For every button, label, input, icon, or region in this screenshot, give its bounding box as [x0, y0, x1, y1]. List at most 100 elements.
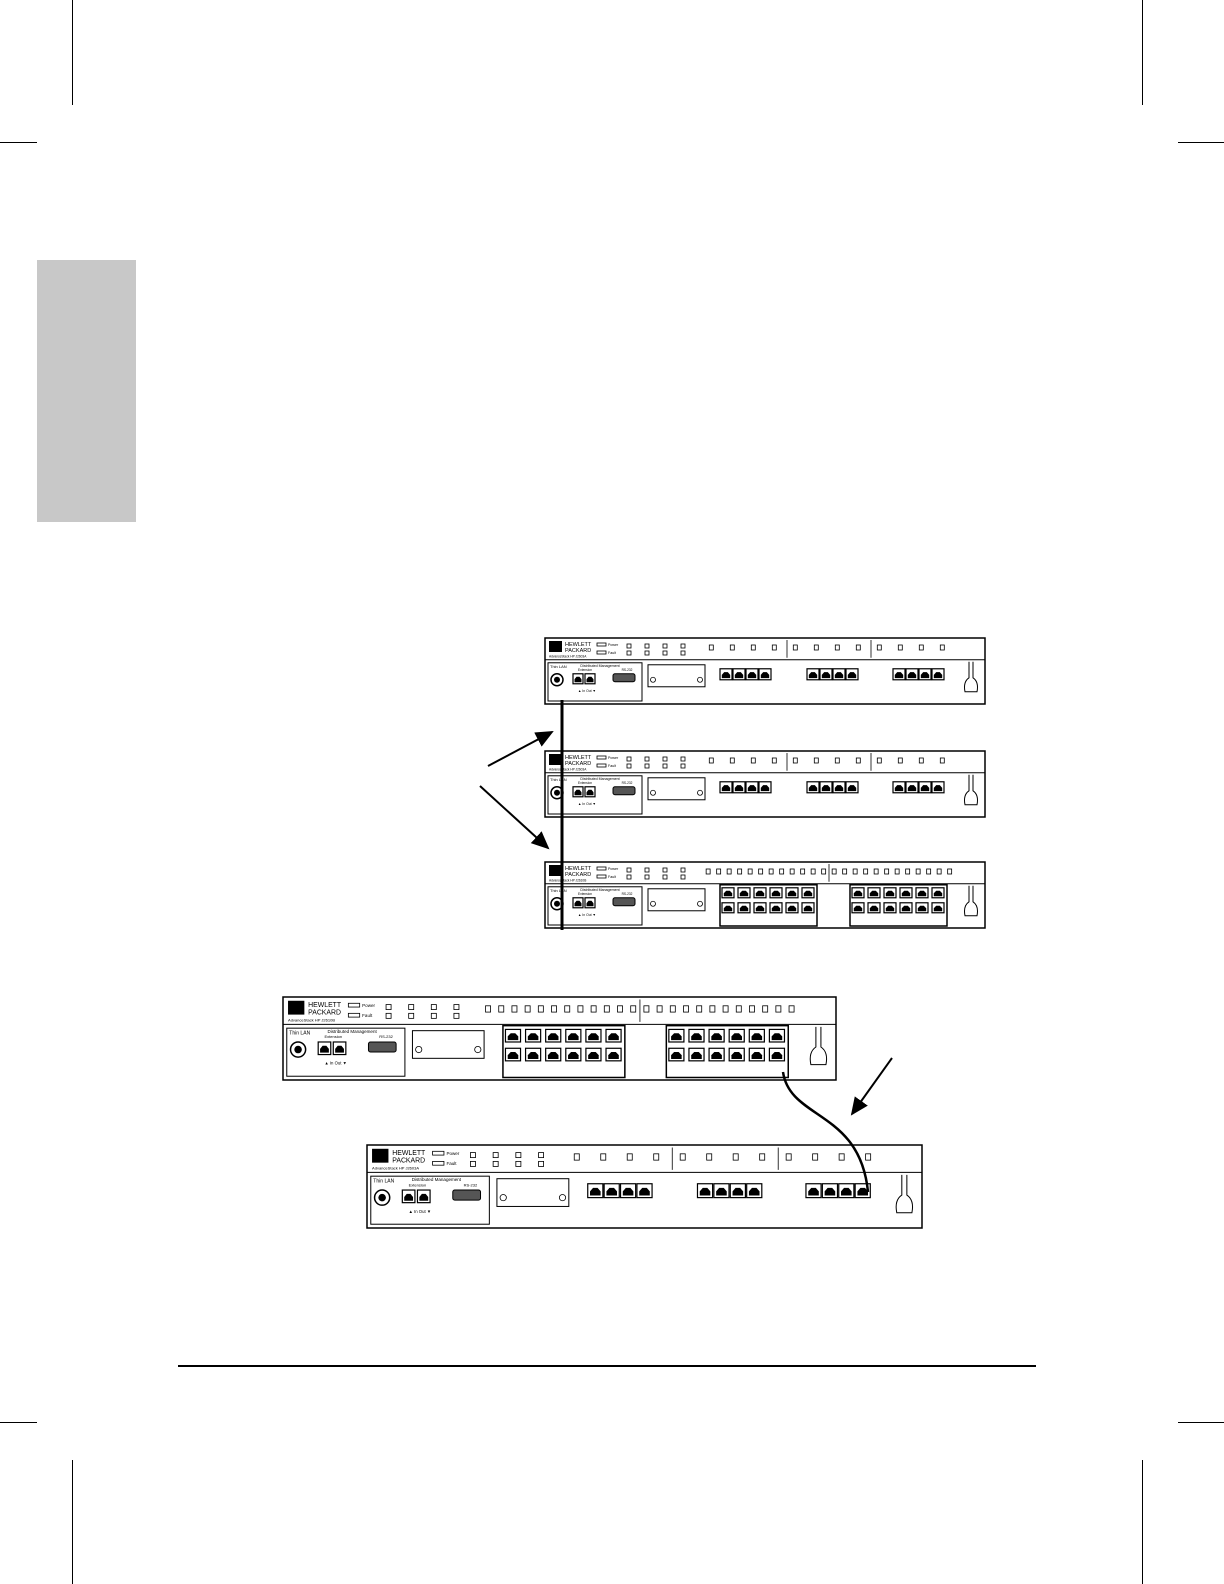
- port-led: [758, 868, 764, 875]
- rj45-jack: [920, 672, 930, 679]
- fault-label: Fault: [446, 1161, 457, 1166]
- rj45-jack: [547, 1052, 559, 1059]
- slot-screw: [697, 900, 703, 907]
- port-led: [750, 757, 756, 764]
- port-led: [863, 868, 869, 875]
- rj45-jack: [917, 905, 927, 912]
- rj45-jack: [716, 1187, 727, 1196]
- port-bank: [502, 1024, 626, 1079]
- rj45-jack: [755, 890, 765, 897]
- port-led: [524, 1005, 531, 1013]
- extension-label: Extension: [578, 892, 592, 896]
- power-led: [596, 642, 607, 647]
- rj45-jack: [721, 672, 731, 679]
- bnc-center: [294, 1045, 302, 1054]
- rs232-connector: [612, 786, 636, 796]
- status-led: [430, 1004, 437, 1010]
- rj45-jack: [586, 789, 594, 796]
- status-led: [515, 1152, 522, 1159]
- port-led: [732, 1153, 739, 1161]
- rj45-jack: [671, 1033, 682, 1041]
- slot-screw: [650, 676, 656, 683]
- status-led: [492, 1160, 499, 1167]
- thin-lan-label: Thin LAN: [550, 664, 567, 669]
- status-led: [644, 763, 650, 769]
- dist-mgmt-label: Distributed Management: [580, 888, 619, 892]
- status-led: [644, 650, 650, 656]
- rj45-jack: [734, 785, 744, 792]
- hp-logo-icon: [549, 754, 562, 765]
- port-led: [813, 644, 819, 651]
- rj45-jack: [711, 1033, 722, 1041]
- status-led: [408, 1012, 415, 1019]
- rj45-jack: [808, 785, 818, 792]
- port-led: [873, 868, 879, 875]
- port-led: [708, 757, 714, 764]
- status-led: [680, 650, 686, 656]
- rs232-connector: [452, 1189, 482, 1201]
- rj45-jack: [920, 785, 930, 792]
- rj45-jack: [869, 890, 879, 897]
- port-led: [831, 868, 837, 875]
- port-led: [617, 1005, 623, 1013]
- rj45-jack: [894, 785, 904, 792]
- cable-guide: [964, 774, 978, 806]
- port-led: [630, 1005, 637, 1013]
- port-led: [789, 868, 795, 875]
- port-led: [918, 644, 924, 651]
- callout-arrow: [487, 731, 554, 767]
- rj45-jack: [847, 672, 857, 679]
- hub-model: AdvanceStack HP J2610B: [288, 1018, 335, 1023]
- port-led: [855, 757, 861, 764]
- brand-line1: HEWLETT: [308, 1002, 342, 1009]
- rj45-jack: [847, 785, 857, 792]
- dist-mgmt-label: Distributed Management: [412, 1177, 462, 1182]
- cable-guide: [809, 1026, 828, 1066]
- rj45-jack: [841, 1187, 852, 1196]
- brand-line1: HEWLETT: [565, 642, 592, 648]
- port-led: [696, 1005, 703, 1013]
- port-led: [821, 868, 827, 875]
- rj45-jack: [691, 1052, 702, 1059]
- rj45-jack: [574, 900, 582, 907]
- port-led: [810, 868, 816, 875]
- rj45-jack: [721, 785, 731, 792]
- expansion-slot: [647, 777, 706, 801]
- rj45-jack: [320, 1045, 329, 1053]
- rj45-jack: [732, 1187, 744, 1196]
- power-label: Power: [608, 643, 619, 647]
- port-led: [669, 1005, 676, 1013]
- rj45-jack: [574, 789, 582, 796]
- in-out-label: ▲ In Out ▼: [578, 802, 596, 806]
- power-led: [432, 1150, 445, 1156]
- crop-mark: [1142, 0, 1143, 105]
- thin-lan-label: Thin LAN: [550, 777, 567, 782]
- chapter-tab: [37, 260, 136, 522]
- rs232-connector: [612, 673, 636, 683]
- rj45-jack: [803, 890, 813, 897]
- rj45-jack: [404, 1193, 414, 1201]
- port-led: [705, 868, 711, 875]
- fault-label: Fault: [362, 1013, 373, 1018]
- rj45-jack: [507, 1033, 519, 1041]
- port-led: [716, 868, 722, 875]
- rs232-connector: [367, 1041, 397, 1053]
- rj45-jack: [771, 890, 781, 897]
- dist-mgmt-label: Distributed Management: [580, 664, 619, 668]
- hp-logo-icon: [549, 641, 562, 652]
- status-led: [408, 1004, 415, 1010]
- port-led: [876, 644, 882, 651]
- power-label: Power: [362, 1003, 375, 1008]
- port-led: [498, 1005, 505, 1013]
- rj45-jack: [586, 900, 594, 907]
- port-led: [834, 757, 840, 764]
- port-led: [771, 757, 777, 764]
- fault-led: [432, 1160, 445, 1166]
- port-led: [511, 1005, 518, 1013]
- rj45-jack: [901, 890, 911, 897]
- cable-guide: [895, 1174, 914, 1214]
- crop-mark: [1142, 1460, 1143, 1584]
- port-led: [679, 1153, 686, 1161]
- rj45-jack: [739, 905, 749, 912]
